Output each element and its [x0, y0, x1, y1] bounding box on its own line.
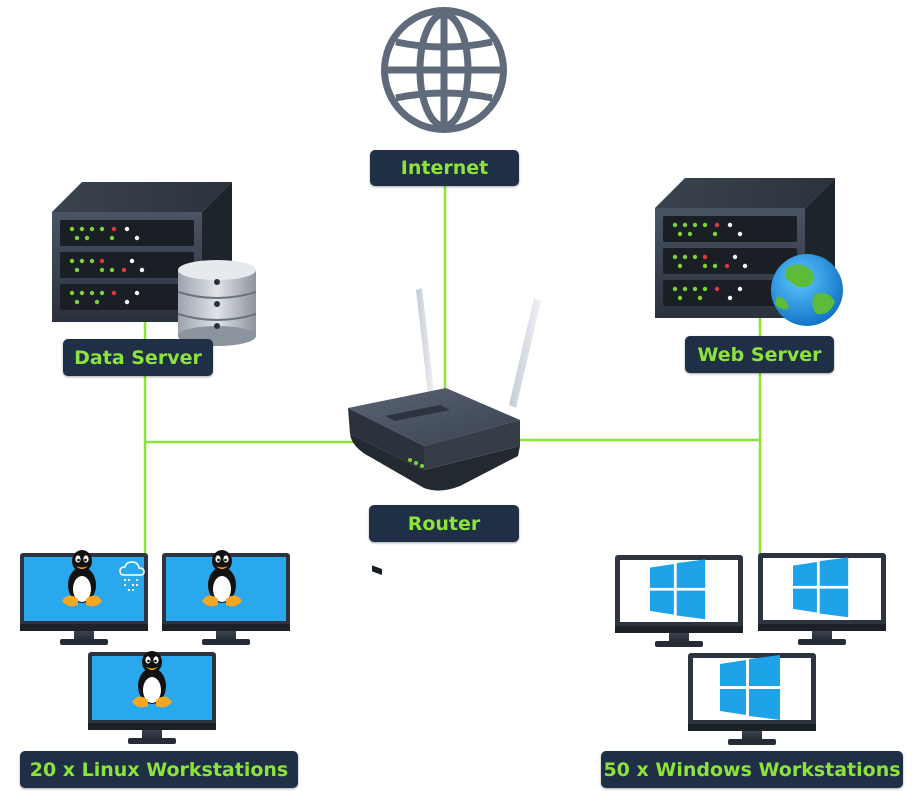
windows-workstation-3 — [688, 653, 816, 745]
linux-workstation-3 — [88, 651, 216, 744]
windows-workstation-1 — [615, 555, 743, 647]
router-label-text: Router — [407, 512, 481, 535]
globe-icon — [381, 7, 507, 133]
data-server-label: Data Server — [63, 339, 213, 376]
linux-workstation-1 — [20, 550, 148, 645]
internet-label-text: Internet — [400, 157, 489, 179]
windows-workstations-label: 50 x Windows Workstations — [601, 751, 903, 788]
linux-workstations-label-text: 20 x Linux Workstations — [29, 758, 289, 781]
web-server-label: Web Server — [685, 336, 834, 373]
server-database-icon — [52, 182, 257, 346]
windows-workstations-label-text: 50 x Windows Workstations — [603, 758, 901, 781]
windows-workstation-2 — [758, 553, 886, 645]
web-server-label-text: Web Server — [697, 343, 822, 366]
internet-label: Internet — [370, 150, 519, 186]
data-server-label-text: Data Server — [74, 346, 202, 369]
linux-workstations-label: 20 x Linux Workstations — [20, 751, 298, 788]
linux-workstation-2 — [162, 550, 290, 645]
cloud-icon — [119, 561, 145, 591]
server-globe-icon — [655, 178, 843, 326]
router-label: Router — [369, 505, 519, 542]
router-icon — [348, 288, 541, 576]
